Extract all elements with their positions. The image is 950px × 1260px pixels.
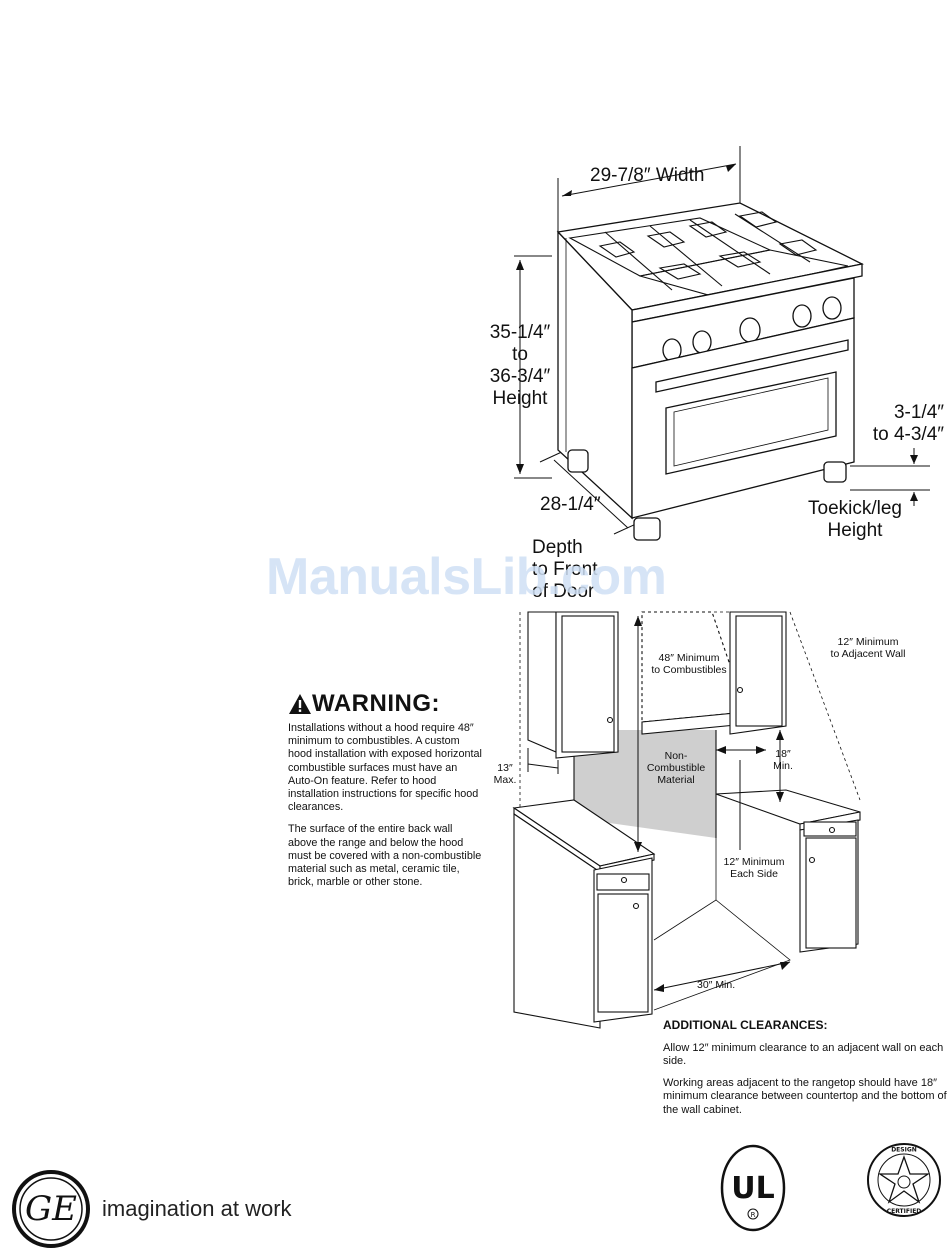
height-line-2: to bbox=[512, 344, 528, 365]
max-13-label: 13″ Max. bbox=[490, 762, 520, 786]
toekick-caption-line-2: Height bbox=[827, 520, 883, 541]
depth-dimension-label: 28-1/4″ bbox=[540, 494, 601, 515]
ge-logo: GE bbox=[12, 1170, 90, 1253]
warning-title: WARNING: bbox=[312, 690, 440, 717]
height-line-3: 36-3/4″ bbox=[489, 366, 551, 387]
depth-caption-line-2: to Front bbox=[532, 559, 598, 580]
min-adjacent-wall-label: 12″ Minimum to Adjacent Wall bbox=[818, 636, 918, 660]
min-adjacent-wall-line-1: 12″ Minimum bbox=[837, 636, 899, 648]
toekick-value-label: 3-1/4″ to 4-3/4″ bbox=[858, 402, 944, 446]
non-combustible-line-2: Material bbox=[657, 774, 695, 786]
watermark: ManualsLib.com bbox=[266, 548, 667, 606]
tagline: imagination at work bbox=[102, 1196, 292, 1221]
ul-mark: UL R bbox=[720, 1144, 786, 1237]
range-dimension-illustration bbox=[514, 146, 930, 541]
max-13-line-2: Max. bbox=[493, 774, 517, 786]
installation-clearance-illustration bbox=[512, 611, 861, 1029]
height-dimension-label: 35-1/4″ to 36-3/4″ Height bbox=[485, 322, 555, 410]
width-dimension-label: 29-7/8″ Width bbox=[590, 165, 705, 186]
depth-caption-line-1: Depth bbox=[532, 537, 583, 558]
svg-text:UL: UL bbox=[731, 1171, 774, 1206]
depth-caption-line-3: of Door bbox=[532, 581, 595, 602]
warning-triangle-icon bbox=[289, 694, 311, 714]
min-combustibles-label: 48″ Minimum to Combustibles bbox=[628, 652, 750, 676]
svg-text:GE: GE bbox=[25, 1189, 77, 1229]
toekick-caption-line-1: Toekick/leg bbox=[808, 498, 902, 519]
toekick-value-line-1: 3-1/4″ bbox=[893, 402, 944, 423]
additional-paragraph-2: Working areas adjacent to the rangetop s… bbox=[663, 1076, 947, 1116]
height-line-1: 35-1/4″ bbox=[489, 322, 551, 343]
svg-text:DESIGN: DESIGN bbox=[891, 1147, 917, 1154]
min-each-side-label: 12″ Minimum Each Side bbox=[714, 856, 794, 880]
min-adjacent-wall-line-2: to Adjacent Wall bbox=[830, 648, 906, 660]
design-certified-seal: DESIGN CERTIFIED bbox=[866, 1142, 942, 1223]
height-line-4: Height bbox=[492, 388, 548, 409]
warning-paragraph-2: The surface of the entire back wall abov… bbox=[288, 823, 482, 889]
ul-listed-icon: UL R bbox=[720, 1144, 786, 1232]
min-combustibles-line-1: 48″ Minimum bbox=[658, 652, 720, 664]
non-combustible-line-1: Non-Combustible bbox=[646, 750, 706, 774]
min-18-line-1: 18″ bbox=[775, 748, 791, 760]
toekick-value-line-2: to 4-3/4″ bbox=[872, 424, 944, 445]
max-13-line-1: 13″ bbox=[497, 762, 513, 774]
depth-caption: Depth to Front of Door bbox=[532, 537, 597, 603]
additional-clearances-block: ADDITIONAL CLEARANCES: Allow 12″ minimum… bbox=[663, 1018, 947, 1125]
min-each-side-line-1: 12″ Minimum bbox=[723, 856, 785, 868]
additional-clearances-title: ADDITIONAL CLEARANCES: bbox=[663, 1018, 828, 1032]
min-18-line-2: Min. bbox=[773, 760, 793, 772]
ge-monogram-icon: GE bbox=[12, 1170, 90, 1248]
min-each-side-line-2: Each Side bbox=[730, 868, 778, 880]
min-combustibles-line-2: to Combustibles bbox=[651, 664, 727, 676]
warning-heading: WARNING: bbox=[288, 690, 484, 718]
additional-paragraph-1: Allow 12″ minimum clearance to an adjace… bbox=[663, 1042, 944, 1068]
design-certified-star-icon: DESIGN CERTIFIED bbox=[867, 1143, 941, 1217]
warning-paragraph-1: Installations without a hood require 48″… bbox=[288, 722, 482, 814]
non-combustible-label: Non-Combustible Material bbox=[636, 750, 716, 786]
min-30-label: 30″ Min. bbox=[697, 979, 736, 991]
toekick-caption: Toekick/leg Height bbox=[802, 498, 908, 542]
warning-block: WARNING: Installations without a hood re… bbox=[288, 690, 484, 898]
svg-text:CERTIFIED: CERTIFIED bbox=[887, 1208, 922, 1215]
svg-text:R: R bbox=[751, 1211, 756, 1219]
min-18-label: 18″ Min. bbox=[768, 748, 798, 772]
